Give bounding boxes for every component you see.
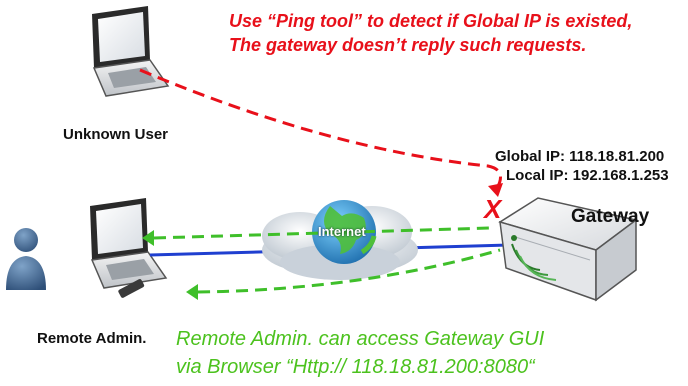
- global-ip-label: Global IP: 118.18.81.200: [495, 148, 665, 165]
- ping-note-line1: Use “Ping tool” to detect if Global IP i…: [229, 11, 633, 31]
- access-path-lower: [197, 248, 501, 294]
- ping-arrow-head: [488, 183, 503, 197]
- ping-note-line2: The gateway doesn’t reply such requests.: [229, 35, 587, 55]
- unknown-user-label: Unknown User: [63, 126, 169, 143]
- gateway-device-icon: [498, 197, 638, 302]
- remote-admin-label: Remote Admin.: [37, 330, 147, 347]
- access-arrow-upper: [142, 230, 154, 246]
- access-note-line2: via Browser “Http:// 118.18.81.200:8080“: [176, 356, 535, 378]
- blocked-x-mark: X: [484, 194, 502, 224]
- unknown-user-laptop-icon: [92, 6, 170, 97]
- gateway-label: Gateway: [571, 206, 650, 227]
- local-ip-label: Local IP: 192.168.1.253: [506, 167, 669, 184]
- internet-label: Internet: [318, 224, 366, 239]
- remote-admin-laptop-icon: [90, 198, 168, 298]
- access-note-line1: Remote Admin. can access Gateway GUI: [176, 328, 545, 350]
- person-icon: [6, 228, 46, 290]
- access-arrow-lower: [186, 284, 198, 300]
- ping-request-path: [139, 68, 502, 191]
